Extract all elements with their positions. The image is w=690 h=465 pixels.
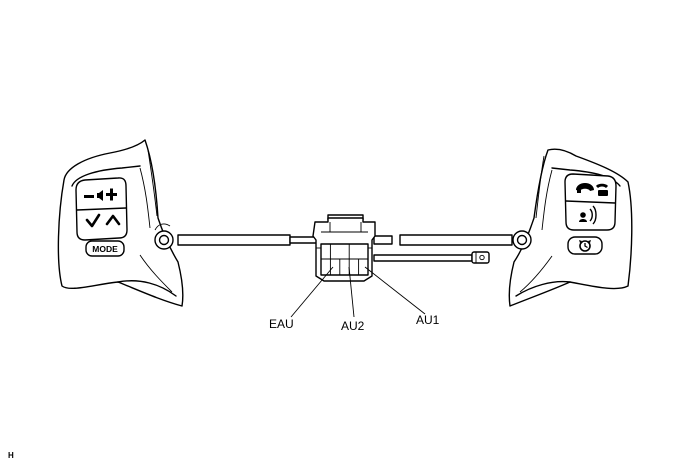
seek-down-icon [85,213,101,228]
corner-code: H [8,451,14,460]
mode-button-label: MODE [92,244,118,254]
volume-down-icon [84,195,94,198]
volume-up-icon [106,188,117,201]
seek-up-icon [105,214,121,226]
callout-label-au2: AU2 [341,319,365,333]
phone-on-hook-icon [576,183,594,191]
leader-au1 [364,266,426,315]
phone-off-hook-icon [596,183,608,196]
mode-button [85,240,125,257]
left-steering-switch: MODE [57,139,184,307]
voice-talk-icon [579,205,597,225]
power-clock-icon [579,240,591,252]
volume-speaker-icon [97,190,103,201]
right-steering-switch [508,148,633,307]
wire-harness [177,234,513,264]
callout-label-au1: AU1 [416,313,440,327]
callout-label-eau: EAU [269,317,294,331]
leader-eau [290,266,334,318]
connector [312,214,376,282]
callout-leaders [290,266,426,318]
leader-au2 [348,266,355,318]
